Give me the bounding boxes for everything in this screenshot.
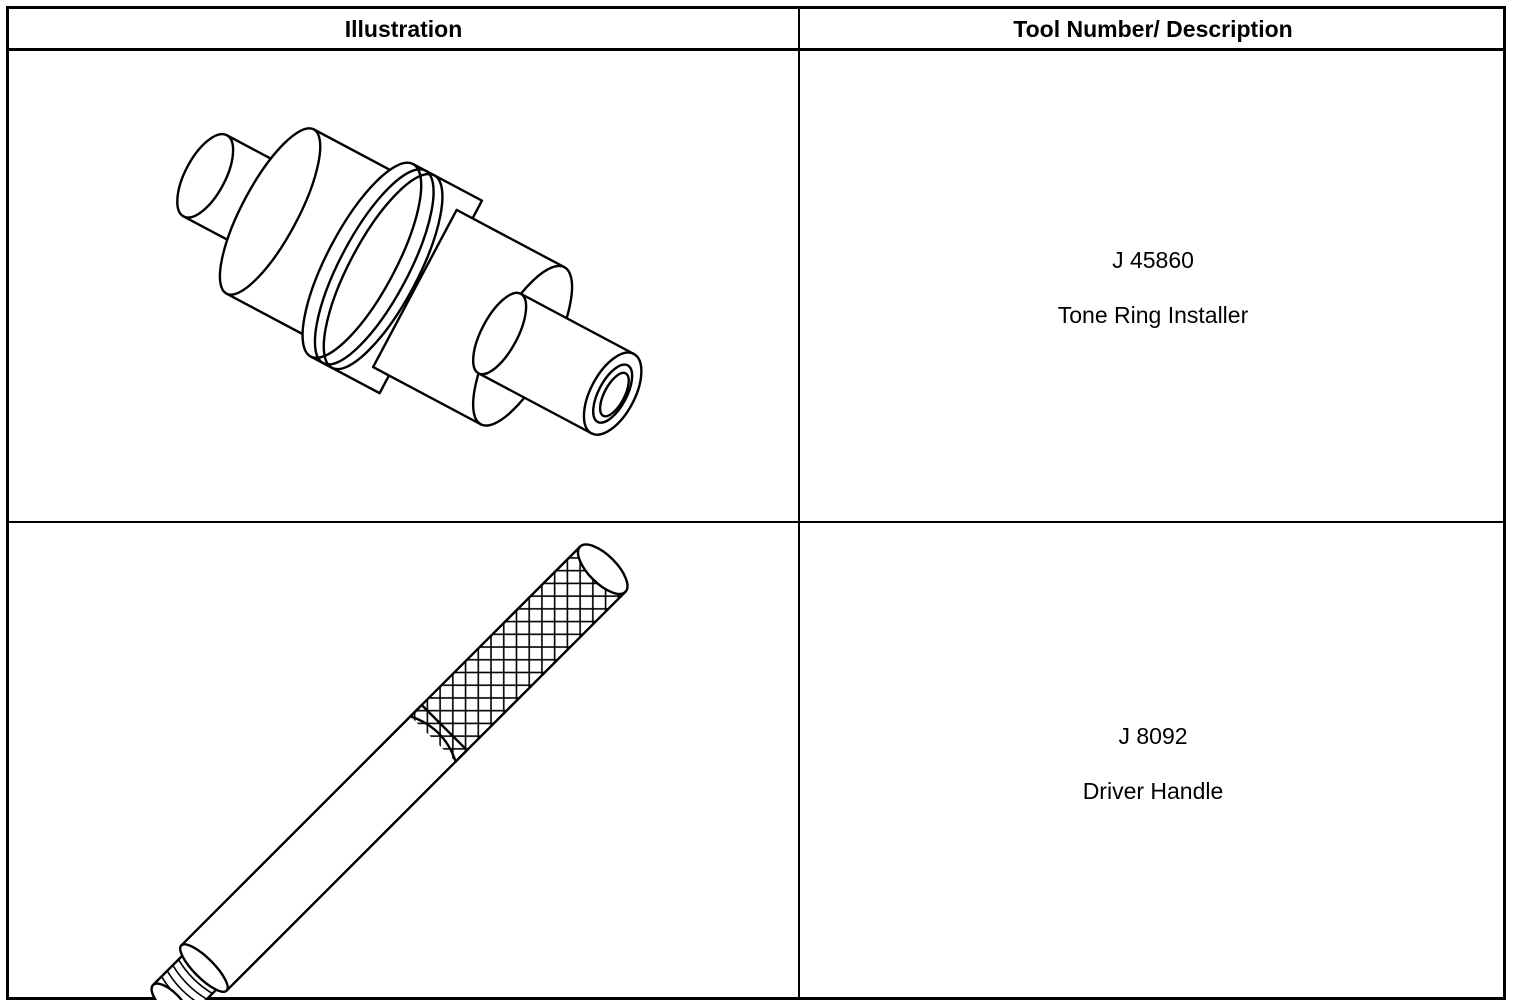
tool-table: Illustration Tool Number/ Description [6,6,1506,1000]
tone-ring-installer-icon [176,127,643,436]
tool-description: Driver Handle [1082,778,1224,804]
table-row: J 8092 Driver Handle [800,722,1506,805]
driver-handle-icon [150,543,629,1000]
header-tool-description: Tool Number/ Description [1013,16,1293,42]
header-divider [9,48,1503,51]
row-divider [9,521,1503,523]
column-divider [798,9,800,997]
tool-number: J 45860 [1112,247,1194,273]
table-row: J 45860 Tone Ring Installer [800,246,1506,329]
header-illustration: Illustration [344,16,463,42]
table-row-illustration [9,51,798,521]
tool-description: Tone Ring Installer [1057,302,1249,328]
table-row-illustration [9,523,798,1000]
tool-number: J 8092 [1118,723,1188,749]
